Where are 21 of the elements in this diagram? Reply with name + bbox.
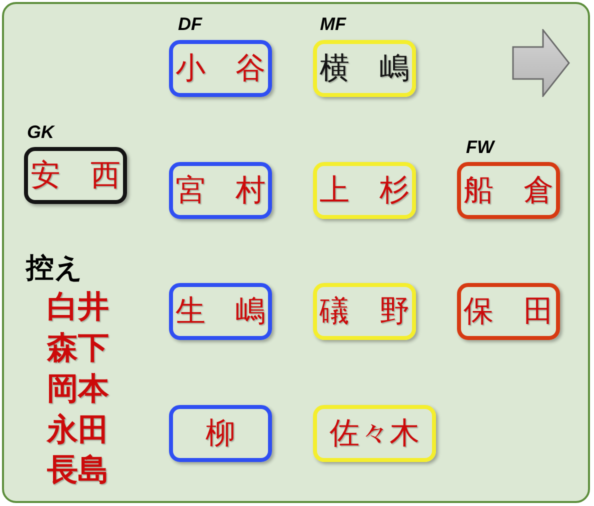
player-card: 小 谷: [169, 40, 272, 97]
player-card: 船 倉: [457, 162, 560, 219]
player-card: 生 嶋: [169, 283, 272, 340]
substitute-name: 岡本: [47, 370, 109, 408]
bench-heading: 控え: [26, 251, 83, 285]
substitute-name: 長島: [47, 451, 109, 489]
position-label: GK: [27, 121, 54, 143]
player-card: 横 嶋: [313, 40, 416, 97]
position-label: FW: [466, 136, 494, 158]
position-label: MF: [320, 13, 346, 35]
player-card: 柳: [169, 405, 272, 462]
position-label: DF: [178, 13, 202, 35]
player-card: 佐々木: [313, 405, 436, 462]
player-card: 保 田: [457, 283, 560, 340]
substitute-name: 永田: [47, 411, 109, 449]
player-card: 礒 野: [313, 283, 416, 340]
substitute-name: 森下: [47, 329, 109, 367]
player-card: 上 杉: [313, 162, 416, 219]
player-card: 宮 村: [169, 162, 272, 219]
player-card: 安 西: [24, 147, 127, 204]
substitute-name: 白井: [47, 288, 109, 326]
